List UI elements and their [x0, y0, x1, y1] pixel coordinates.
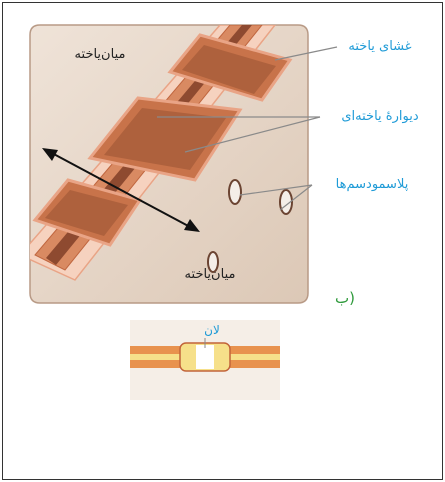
cytoplasm-label-bottom: میان‌یاخته — [185, 267, 236, 282]
cell-wall-label: دیوارهٔ یاخته‌ای — [341, 109, 418, 124]
membrane-label: غشای یاخته — [348, 39, 411, 54]
plasmodesma-pore-1 — [229, 180, 241, 204]
inset-label: لان — [204, 323, 220, 337]
panel-letter: ب) — [335, 289, 355, 307]
cytoplasm-label-top: میان‌یاخته — [75, 47, 126, 62]
plasmodesmata-label: پلاسمودسم‌ها — [336, 177, 409, 192]
